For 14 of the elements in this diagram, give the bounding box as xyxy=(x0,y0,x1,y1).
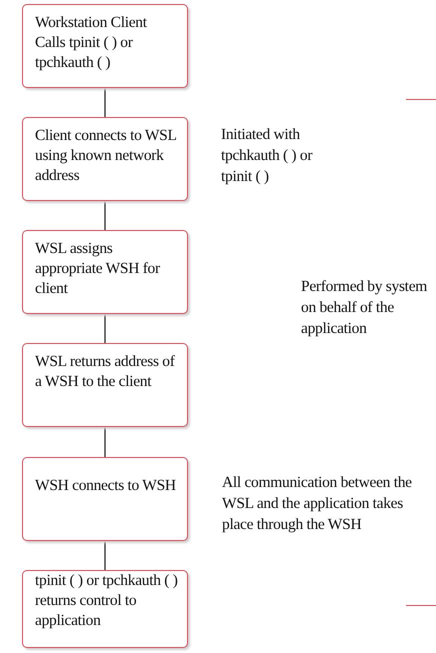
annotation-text: Performed by system on behalf of the application xyxy=(301,277,428,339)
connector-line xyxy=(104,200,106,230)
connector-line xyxy=(104,540,106,570)
process-box: WSH connects to WSH xyxy=(22,457,188,541)
process-box: WSL returns address of a WSH to the client xyxy=(22,343,188,427)
connector-line xyxy=(104,426,106,458)
process-box: Workstation Client Calls tpinit ( ) or tpchkauth ( ) xyxy=(22,4,188,88)
annotation-text: All communication between the WSL and the application takes place through the WSH xyxy=(222,473,412,535)
annotation-text: Initiated with tpchkauth ( ) or tpinit ( ) xyxy=(221,125,314,187)
connector-line xyxy=(104,88,106,118)
process-box: WSL assigns appropriate WSH for client xyxy=(22,230,188,314)
process-box: tpinit ( ) or tpchkauth ( ) returns control to application xyxy=(22,570,188,648)
connector-line xyxy=(104,314,106,344)
process-box: Client connects to WSL using known network address xyxy=(22,117,188,201)
